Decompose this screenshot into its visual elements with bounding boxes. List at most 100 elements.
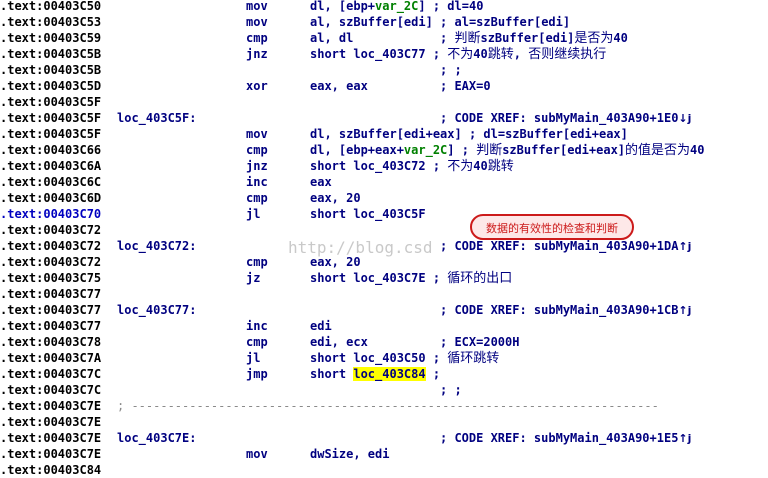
listing-row[interactable]: .text:00403C72: [0, 222, 768, 238]
code-label: loc_403C77:: [117, 303, 197, 317]
listing-row[interactable]: .text:00403C6D cmp eax, 20: [0, 190, 768, 206]
address: .text:00403C72: [0, 239, 102, 253]
highlighted-label: loc_403C84: [353, 367, 426, 381]
listing-row[interactable]: .text:00403C75 jz short loc_403C7E ; 循环的出口: [0, 270, 768, 286]
listing-row[interactable]: .text:00403C7C jmp short loc_403C84 ;: [0, 366, 768, 382]
mnemonic: jnz: [246, 159, 268, 173]
operands: al, dl: [310, 31, 354, 45]
address: .text:00403C5D: [0, 79, 102, 93]
operands: eax, 20: [310, 191, 361, 205]
comment: ; CODE XREF: subMyMain_403A90+1E5↑j: [440, 431, 692, 445]
operands: eax: [310, 175, 332, 189]
mnemonic: mov: [246, 127, 268, 141]
address: .text:00403C59: [0, 31, 102, 45]
address: .text:00403C72: [0, 255, 102, 269]
listing-row[interactable]: .text:00403C7E mov dwSize, edi: [0, 446, 768, 462]
operands: eax, eax: [310, 79, 368, 93]
listing-row[interactable]: .text:00403C77 inc edi: [0, 318, 768, 334]
operands: dl, szBuffer[edi+eax] ; dl=szBuffer[edi+…: [310, 127, 628, 141]
listing-row[interactable]: .text:00403C7A jl short loc_403C50 ; 循环跳转: [0, 350, 768, 366]
mnemonic: cmp: [246, 143, 268, 157]
address: .text:00403C84: [0, 463, 102, 477]
operands: al, szBuffer[edi] ; al=szBuffer[edi]: [310, 15, 571, 29]
mnemonic: jl: [246, 351, 261, 365]
mnemonic: inc: [246, 319, 268, 333]
listing-row[interactable]: .text:00403C7E: [0, 414, 768, 430]
mnemonic: mov: [246, 0, 268, 13]
address: .text:00403C5F: [0, 127, 102, 141]
address: .text:00403C72: [0, 223, 102, 237]
operands: short loc_403C84 ;: [310, 367, 441, 381]
mnemonic: inc: [246, 175, 268, 189]
address: .text:00403C7E: [0, 431, 102, 445]
xref-arrow-icon: ↑j: [678, 432, 692, 445]
comment: ; ;: [440, 63, 462, 77]
listing-row[interactable]: .text:00403C7E; ------------------------…: [0, 398, 768, 414]
operand-tail: ;: [425, 367, 441, 381]
address: .text:00403C6A: [0, 159, 102, 173]
mnemonic: cmp: [246, 335, 268, 349]
separator-line: ; --------------------------------------…: [117, 399, 659, 413]
mnemonic: jmp: [246, 367, 268, 381]
listing-row[interactable]: .text:00403C5F: [0, 94, 768, 110]
listing-row[interactable]: .text:00403C53 mov al, szBuffer[edi] ; al=…: [0, 14, 768, 30]
operands: short loc_403C77 ; 不为40跳转, 否则继续执行: [310, 47, 607, 62]
comment: ; ECX=2000H: [440, 335, 520, 349]
address: .text:00403C77: [0, 303, 102, 317]
address: .text:00403C66: [0, 143, 102, 157]
operands: dwSize, edi: [310, 447, 390, 461]
operands: short loc_403C5F: [310, 207, 426, 221]
listing-row[interactable]: .text:00403C7C ; ;: [0, 382, 768, 398]
address: .text:00403C7C: [0, 383, 102, 397]
address: .text:00403C78: [0, 335, 102, 349]
mnemonic: cmp: [246, 255, 268, 269]
operands: edi: [310, 319, 332, 333]
address: .text:00403C7C: [0, 367, 102, 381]
address: .text:00403C7E: [0, 447, 102, 461]
address: .text:00403C77: [0, 287, 102, 301]
listing-row[interactable]: .text:00403C84: [0, 462, 768, 478]
listing-row[interactable]: .text:00403C70 jl short loc_403C5F: [0, 206, 768, 222]
comment: ; CODE XREF: subMyMain_403A90+1DA↑j: [440, 239, 692, 253]
address: .text:00403C5B: [0, 47, 102, 61]
mnemonic: mov: [246, 15, 268, 29]
annotation-bubble: 数据的有效性的检查和判断: [470, 214, 634, 240]
operands: short loc_403C50 ; 循环跳转: [310, 351, 500, 366]
code-label: loc_403C5F:: [117, 111, 197, 125]
mnemonic: xor: [246, 79, 268, 93]
comment: ; ;: [440, 383, 462, 397]
listing-row[interactable]: .text:00403C72 loc_403C72: ; CODE XREF: su…: [0, 238, 768, 254]
comment: ; EAX=0: [440, 79, 491, 93]
code-label: loc_403C72:: [117, 239, 197, 253]
address: .text:00403C6D: [0, 191, 102, 205]
address: .text:00403C7A: [0, 351, 102, 365]
operands: dl, [ebp+var_2C] ; dl=40: [310, 0, 484, 13]
address: .text:00403C70: [0, 207, 102, 221]
listing-row[interactable]: .text:00403C5B ; ;: [0, 62, 768, 78]
mnemonic: jl: [246, 207, 261, 221]
listing-row[interactable]: .text:00403C5F mov dl, szBuffer[edi+eax] ;…: [0, 126, 768, 142]
mnemonic: jz: [246, 271, 261, 285]
mnemonic: cmp: [246, 191, 268, 205]
address: .text:00403C77: [0, 319, 102, 333]
listing-row[interactable]: .text:00403C5D xor eax, eax ; EAX=0: [0, 78, 768, 94]
comment: ; 判断szBuffer[edi]是否为40: [440, 31, 628, 46]
address: .text:00403C5B: [0, 63, 102, 77]
address: .text:00403C53: [0, 15, 102, 29]
listing-row[interactable]: .text:00403C59 cmp al, dl ; 判断szBuffer[edi]…: [0, 30, 768, 46]
mnemonic: cmp: [246, 31, 268, 45]
mnemonic: mov: [246, 447, 268, 461]
operands: short loc_403C7E ; 循环的出口: [310, 271, 513, 286]
address: .text:00403C75: [0, 271, 102, 285]
listing-row[interactable]: .text:00403C77: [0, 286, 768, 302]
